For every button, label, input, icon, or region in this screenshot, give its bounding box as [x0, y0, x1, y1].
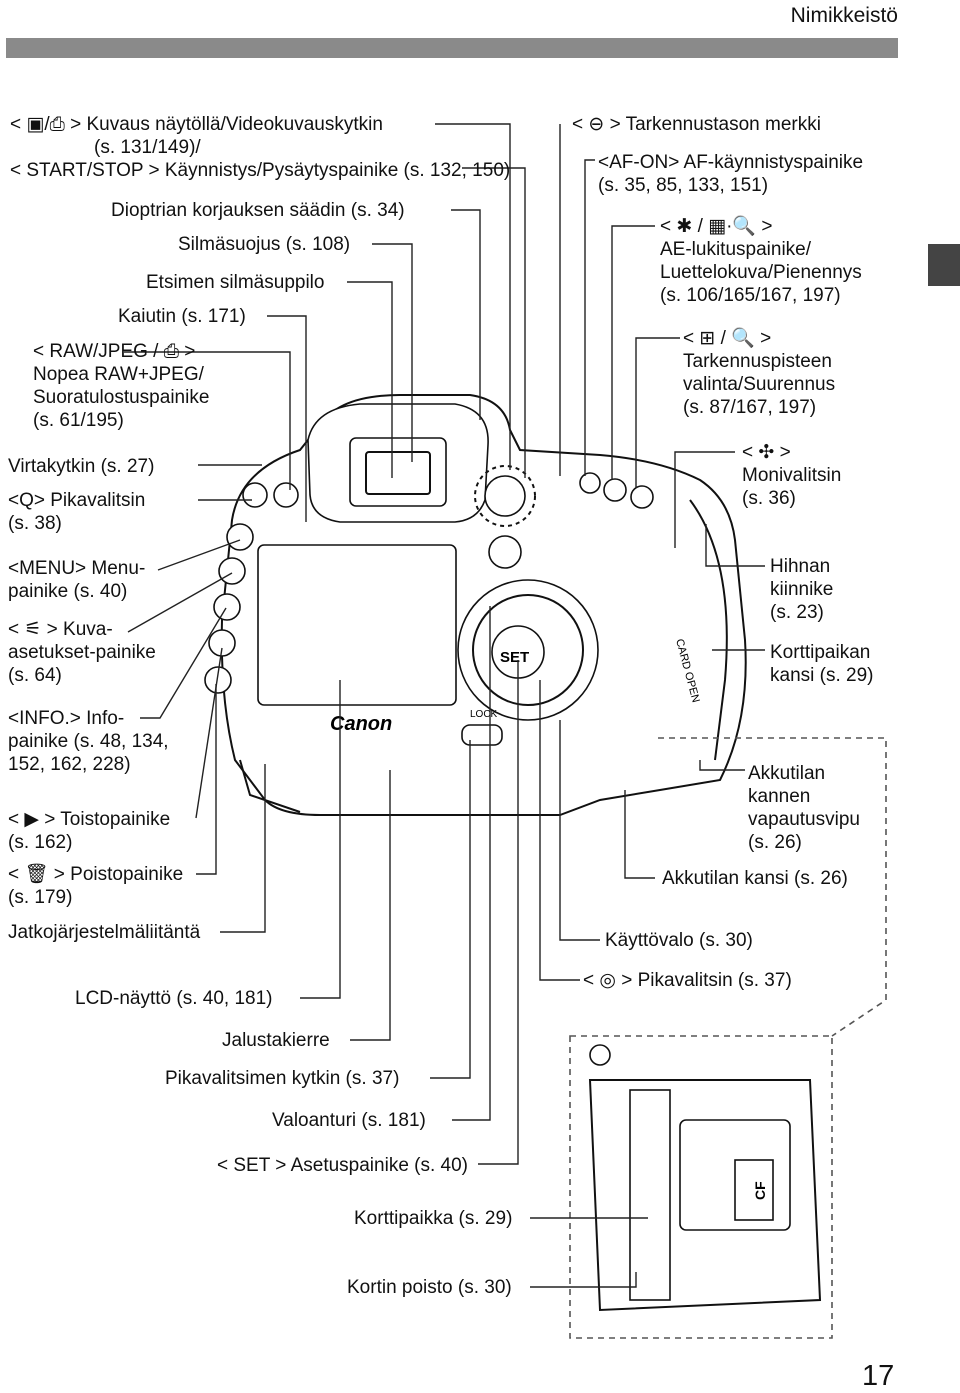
card-open-label: CARD OPEN [673, 638, 702, 704]
label-lcd: LCD-näyttö (s. 40, 181) [75, 988, 273, 1009]
label-menu: <MENU> Menu- painike (s. 40) [8, 558, 146, 602]
label-power: Virtakytkin (s. 27) [8, 456, 155, 477]
label-card-cover: Korttipaikan kansi (s. 29) [770, 642, 874, 686]
label-erase: < 🗑 > Poistopainike (s. 179) [8, 864, 184, 908]
label-shooting-switch: < ▣/⎙ > Kuvaus näytöllä/Videokuvauskytki… [10, 114, 511, 181]
label-multi-controller: < ✣ > Monivalitsin (s. 36) [742, 442, 842, 509]
eyecup [307, 403, 489, 523]
label-raw-jpeg: < RAW/JPEG / ⎙ > Nopea RAW+JPEG/ Suoratu… [33, 341, 210, 431]
label-playback: < ▶ > Toistopainike (s. 162) [8, 809, 171, 853]
label-eyepiece: Etsimen silmäsuppilo [146, 272, 325, 293]
leader-lines [124, 123, 765, 1288]
label-af-point: < ⊞ / 🔍 > Tarkennuspisteen valinta/Suure… [683, 328, 836, 418]
right-controls [457, 465, 654, 746]
label-access-lamp: Käyttövalo (s. 30) [605, 930, 753, 951]
label-setting-button: < SET > Asetuspainike (s. 40) [217, 1155, 469, 1176]
label-speaker: Kaiutin (s. 171) [118, 306, 246, 327]
set-button-label: SET [500, 649, 529, 666]
inset-frame [569, 1035, 833, 1339]
lcd-screen [257, 544, 457, 706]
label-strap: Hihnan kiinnike (s. 23) [770, 556, 834, 623]
label-quick-control: <Q> Pikavalitsin (s. 38) [8, 490, 146, 534]
label-tripod: Jalustakierre [222, 1030, 330, 1051]
label-focal-plane: < ⊖ > Tarkennustason merkki [572, 114, 821, 135]
label-battery-lever: Akkutilan kannen vapautusvipu (s. 26) [748, 763, 860, 853]
header-bar [6, 38, 898, 58]
label-af-on: <AF-ON> AF-käynnistyspainike (s. 35, 85,… [598, 152, 864, 196]
label-card-eject: Kortin poisto (s. 30) [347, 1277, 512, 1298]
label-light-sensor: Valoanturi (s. 181) [272, 1110, 426, 1131]
label-dial-lock: Pikavalitsimen kytkin (s. 37) [165, 1068, 400, 1089]
label-eyecup: Silmäsuojus (s. 108) [178, 234, 351, 255]
label-card-slot: Korttipaikka (s. 29) [354, 1208, 513, 1229]
label-info: <INFO.> Info- painike (s. 48, 134, 152, … [8, 708, 169, 775]
cf-label: CF [752, 1181, 768, 1200]
label-ae-lock: < ✱ / ▦·🔍 > AE-lukituspainike/ Luettelok… [660, 216, 862, 306]
page-header-title: Nimikkeistö [790, 4, 898, 27]
label-extension: Jatkojärjestelmäliitäntä [8, 922, 201, 943]
left-buttons [204, 482, 299, 694]
brand-logo: Canon [330, 713, 392, 735]
page-number: 17 [862, 1360, 895, 1392]
label-dioptric: Dioptrian korjauksen säädin (s. 34) [111, 200, 405, 221]
label-quick-dial: < ◎ > Pikavalitsin (s. 37) [583, 970, 792, 991]
label-picture-style: < ⚟ > Kuva- asetukset-painike (s. 64) [8, 619, 156, 686]
card-slot-inset [588, 1044, 822, 1312]
lock-label: LOCK [470, 709, 498, 720]
label-battery-cover: Akkutilan kansi (s. 26) [662, 868, 848, 889]
section-tab [928, 244, 960, 286]
